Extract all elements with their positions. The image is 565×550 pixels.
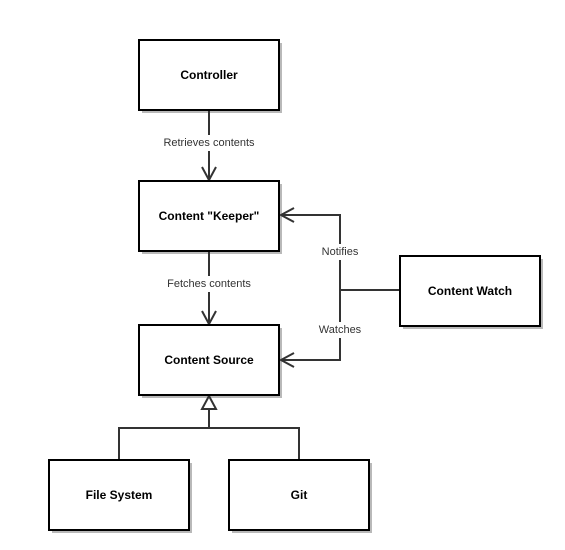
edge-label-fetches: Fetches contents xyxy=(160,276,260,292)
retrieves-contents-label: Retrieves contents xyxy=(163,137,255,149)
node-content-watch[interactable]: Content Watch xyxy=(399,255,541,327)
node-content-source[interactable]: Content Source xyxy=(138,324,280,396)
content-keeper-label: Content "Keeper" xyxy=(159,209,260,223)
edge-label-watches: Watches xyxy=(313,322,367,338)
file-system-label: File System xyxy=(86,488,153,502)
edge-watch-to-keeper-and-source xyxy=(278,207,400,368)
content-source-label: Content Source xyxy=(164,353,254,367)
git-label: Git xyxy=(291,488,308,502)
controller-label: Controller xyxy=(180,68,238,82)
edge-label-retrieves: Retrieves contents xyxy=(156,135,264,151)
watches-label: Watches xyxy=(319,324,362,336)
edge-label-notifies: Notifies xyxy=(316,244,364,260)
notifies-label: Notifies xyxy=(322,246,359,258)
node-controller[interactable]: Controller xyxy=(138,39,280,111)
edge-inheritance-to-source xyxy=(118,393,300,460)
node-content-keeper[interactable]: Content "Keeper" xyxy=(138,180,280,252)
node-git[interactable]: Git xyxy=(228,459,370,531)
content-watch-label: Content Watch xyxy=(428,284,512,298)
node-file-system[interactable]: File System xyxy=(48,459,190,531)
inheritance-triangle xyxy=(200,393,218,410)
fetches-contents-label: Fetches contents xyxy=(167,278,251,290)
